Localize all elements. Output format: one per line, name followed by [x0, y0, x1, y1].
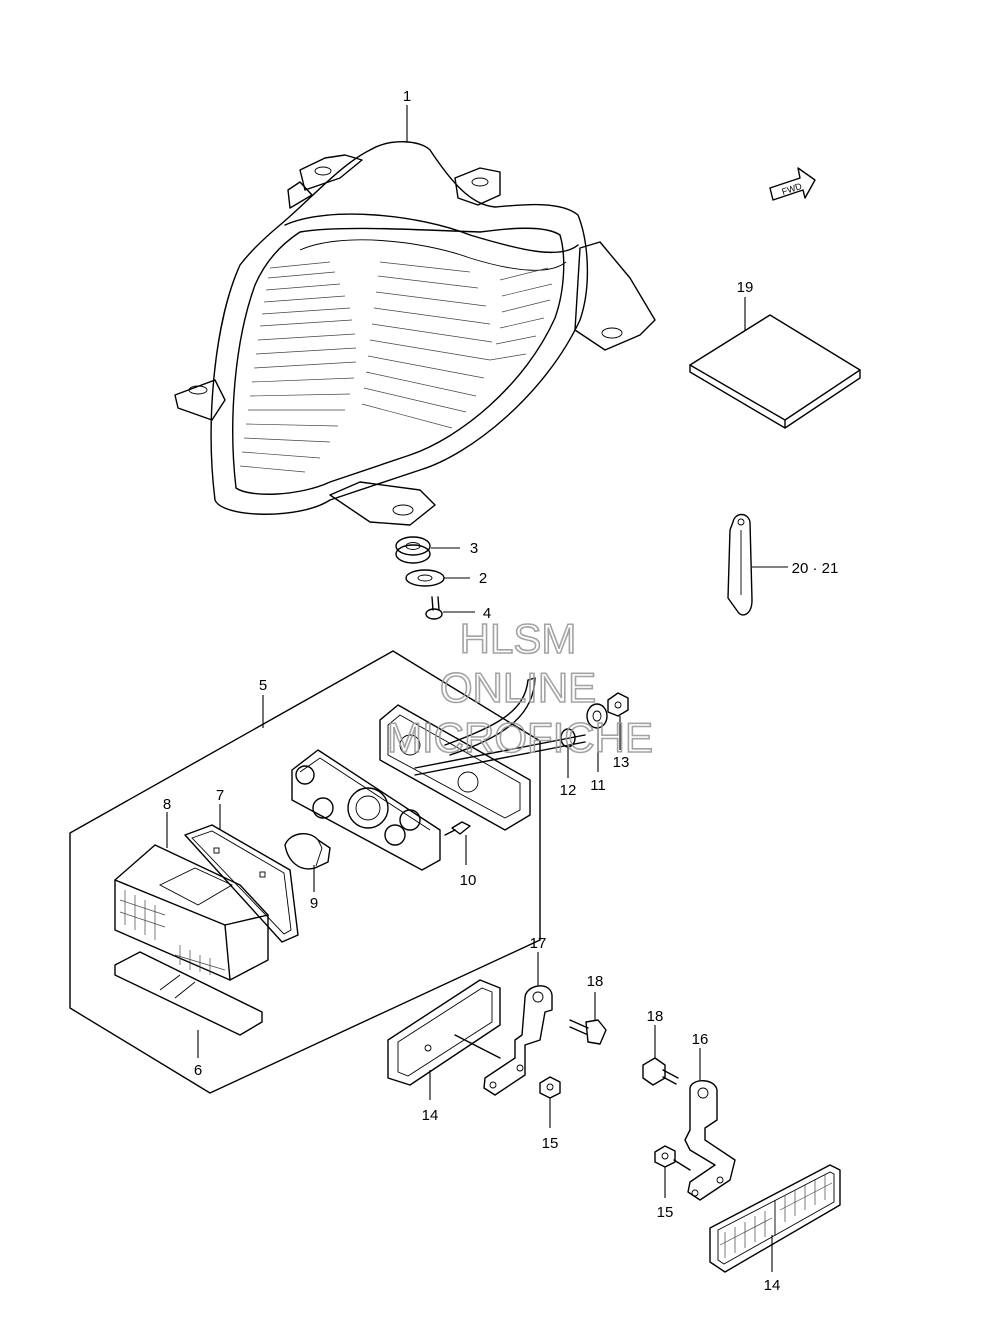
callout-10: 10 [460, 872, 477, 889]
watermark-line-1: HLSM [460, 615, 577, 662]
part-3-grommet [395, 536, 460, 564]
part-4-screw [425, 596, 475, 620]
part-10-socket-assembly [291, 749, 471, 871]
callout-2: 2 [479, 570, 487, 587]
part-5-assembly-outline [69, 650, 541, 1094]
callout-3: 3 [470, 540, 478, 557]
part-18-bolt-upper [569, 992, 607, 1045]
callout-14-left: 14 [422, 1107, 439, 1124]
part-15-nut-left [539, 1076, 561, 1128]
part-14-reflector-left [387, 979, 501, 1100]
part-14-reflector-right [709, 1164, 841, 1273]
part-12-spacer [560, 728, 576, 778]
callout-16: 16 [692, 1031, 709, 1048]
callout-9: 9 [310, 895, 318, 912]
callout-14-right: 14 [764, 1277, 781, 1294]
callout-15-right: 15 [657, 1204, 674, 1221]
part-19-sheet [689, 297, 861, 429]
callout-11: 11 [590, 777, 606, 794]
part-16-bracket [684, 1048, 736, 1201]
watermark-line-3: MICROFICHE [387, 714, 653, 761]
callout-4: 4 [483, 605, 491, 622]
part-15-nut-right [654, 1145, 691, 1198]
fwd-arrow-icon: FWD [769, 167, 816, 201]
callout-19: 19 [737, 279, 754, 296]
watermark: HLSM ONLINE MICROFICHE [386, 614, 654, 762]
callout-18-lower: 18 [647, 1008, 664, 1025]
callout-6: 6 [194, 1062, 202, 1079]
callout-12: 12 [560, 782, 577, 799]
part-17-bracket [483, 952, 553, 1096]
part-9-bulb [284, 833, 331, 892]
part-8-lens [114, 812, 269, 981]
callout-17: 17 [530, 935, 547, 952]
part-2-washer [405, 569, 470, 587]
callout-20-21: 20 · 21 [792, 560, 839, 577]
part-11-washer [586, 703, 608, 772]
callout-15-left: 15 [542, 1135, 559, 1152]
part-6-reflector [114, 951, 263, 1058]
watermark-line-2: ONLINE [440, 664, 596, 711]
callout-13: 13 [613, 754, 630, 771]
lamp-base-plate [379, 677, 586, 831]
callout-labels: 1 2 3 4 5 6 7 8 9 10 11 12 13 14 14 15 1… [163, 88, 839, 1294]
part-13-nut [607, 692, 629, 750]
callout-7: 7 [216, 787, 224, 804]
callout-1: 1 [403, 88, 411, 105]
part-20-21-strap [727, 513, 788, 616]
part-1-tail-lamp-housing [174, 105, 656, 526]
callout-8: 8 [163, 796, 171, 813]
callout-18-upper: 18 [587, 973, 604, 990]
callout-5: 5 [259, 677, 267, 694]
part-7-gasket [184, 804, 299, 943]
part-18-bolt-lower [642, 1025, 679, 1086]
